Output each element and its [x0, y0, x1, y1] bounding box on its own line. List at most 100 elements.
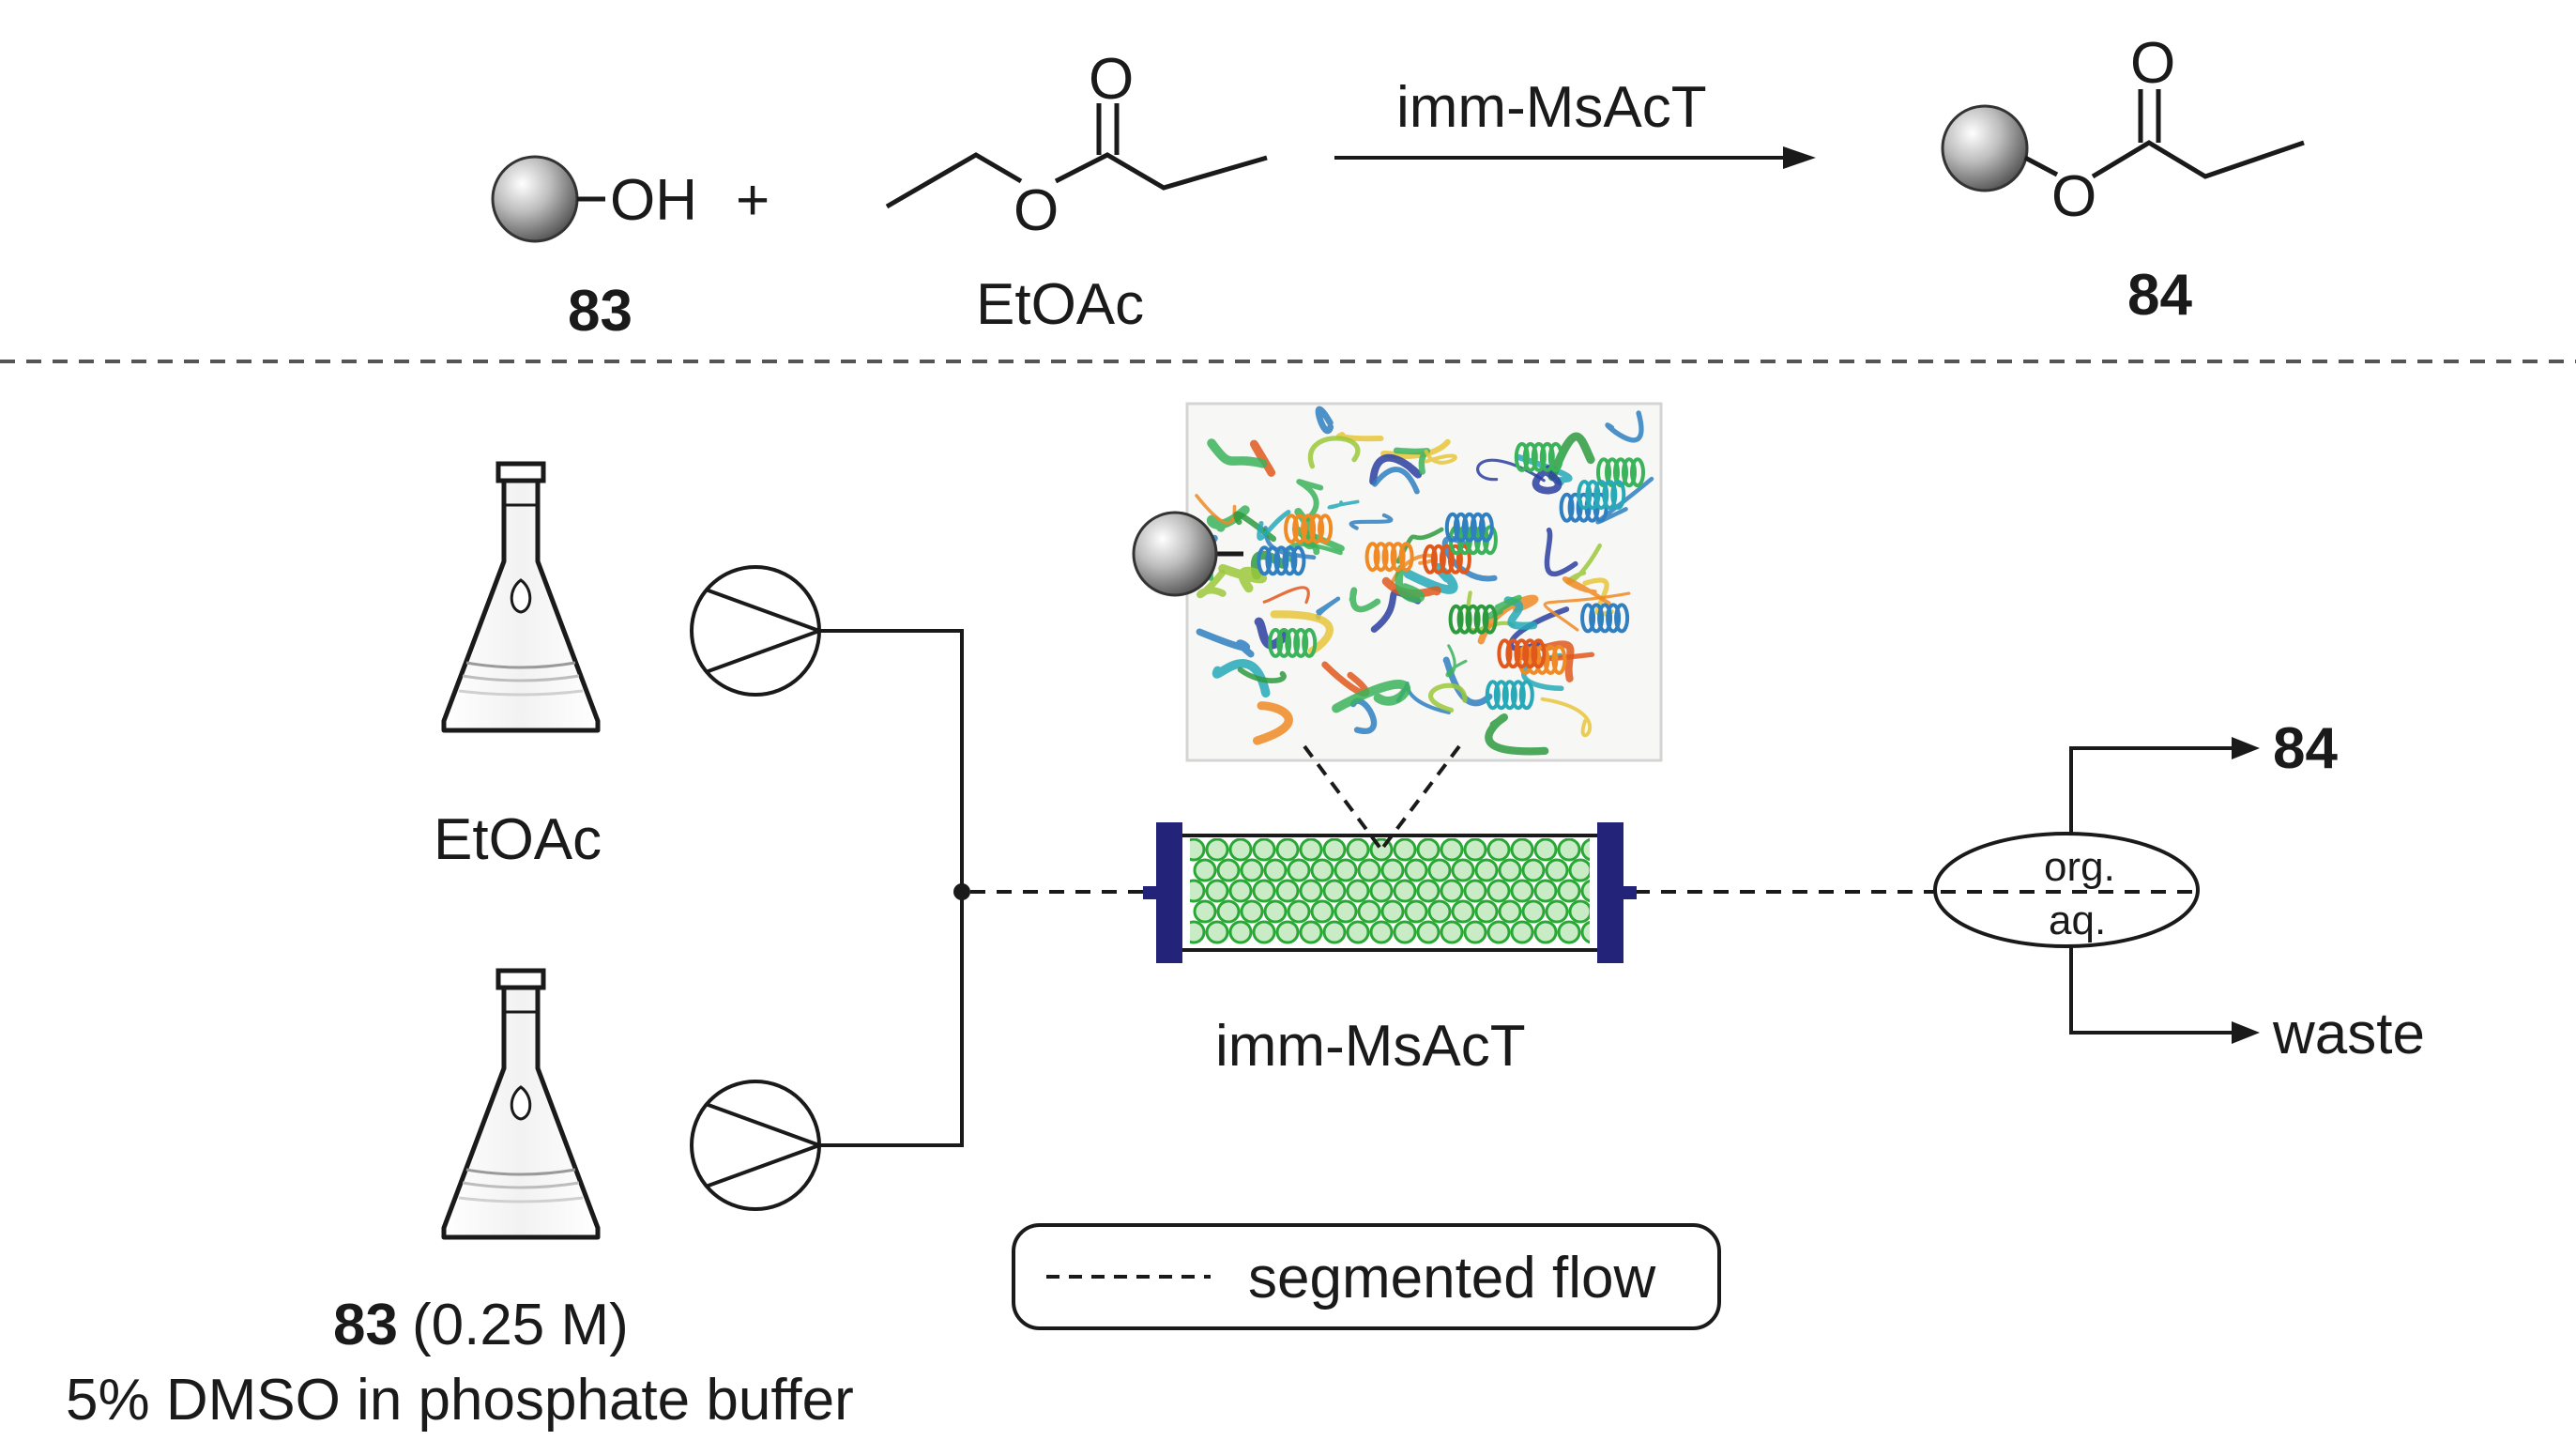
reactor-bead [1557, 838, 1581, 862]
reactor-bead [1463, 879, 1487, 903]
reactor-bead [1252, 838, 1276, 862]
reactor-bead [1510, 838, 1534, 862]
reactor-bead [1474, 899, 1499, 924]
output-waste-label: waste [2272, 1002, 2425, 1066]
reactor-bead [1193, 899, 1217, 924]
flow-setup: EtOAc 83(0.25 M) 5% DMSO in phosphate bu… [66, 402, 2425, 1433]
reactor-bead [1322, 879, 1347, 903]
reactor-bead [1380, 858, 1405, 882]
output-84-label: 84 [2273, 716, 2338, 781]
legend-label: segmented flow [1248, 1246, 1655, 1310]
reactor-bead [1451, 858, 1475, 882]
catalyst-label: imm-MsAcT [1396, 75, 1707, 140]
reactor-bead [1240, 899, 1264, 924]
pump-icon [690, 1080, 825, 1211]
reactor-bead [1193, 858, 1217, 882]
reactor-bead [1380, 899, 1405, 924]
reactor-bead [1404, 858, 1428, 882]
reactor-bead [1416, 920, 1440, 944]
compound-83-label: 83 [568, 279, 633, 344]
ethyl-acetate-structure [885, 103, 1268, 209]
reactor-bead [1369, 879, 1394, 903]
flask-etoac-label: EtOAc [434, 807, 602, 872]
reactor-bead [1190, 838, 1206, 862]
etoac-label: EtOAc [976, 272, 1144, 337]
reactor-bead [1533, 879, 1558, 903]
reactor-bead [1216, 858, 1241, 882]
reactor-bead [1263, 858, 1288, 882]
reactor-bead [1463, 920, 1487, 944]
plus-sign: + [736, 168, 770, 233]
reactor-bead [1416, 838, 1440, 862]
reactor-bead [1521, 899, 1546, 924]
reactor-bead [1299, 838, 1323, 862]
legend: segmented flow [1012, 1223, 1721, 1330]
carbonyl-oxygen-label: O [1089, 47, 1134, 112]
reactor-bead [1393, 879, 1417, 903]
reactor-bead [1240, 858, 1264, 882]
reactor-bead [1486, 920, 1511, 944]
reactor-bead [1557, 879, 1581, 903]
packed-bed-reactor [1143, 822, 1637, 963]
separator-aq-label: aq. [2049, 897, 2106, 943]
organic-outlet-line [2069, 746, 2238, 834]
reactor-bead [1474, 858, 1499, 882]
flask-83-number: 83 [333, 1293, 398, 1357]
reactor-bead [1334, 899, 1358, 924]
reactor-bead [1357, 858, 1381, 882]
reactor-bead [1510, 920, 1534, 944]
flask-83-concentration: (0.25 M) [412, 1293, 629, 1357]
support-bead-icon [1941, 104, 2029, 192]
reactor-bead [1440, 920, 1464, 944]
reactor-bead [1510, 879, 1534, 903]
reactor-bead [1334, 858, 1358, 882]
support-bead-icon [491, 155, 579, 243]
reactor-bead [1427, 899, 1452, 924]
reactor-bead [1310, 858, 1334, 882]
aqueous-outlet-line [2069, 946, 2238, 1035]
reactor-bead [1228, 838, 1253, 862]
compound-84-label: 84 [2127, 263, 2192, 328]
tubing-bottom [819, 892, 964, 1147]
pump-icon [690, 565, 825, 697]
reactor-bead [1545, 899, 1569, 924]
reactor-bead [1580, 920, 1590, 944]
erlenmeyer-flask-icon [444, 464, 598, 730]
hydroxyl-label: OH [610, 168, 697, 233]
product-carbonyl-oxygen-label: O [2130, 31, 2175, 96]
reactor-bead [1299, 920, 1323, 944]
separator-org-label: org. [2044, 844, 2115, 890]
reactor-bead [1190, 920, 1206, 944]
reactor-bead [1451, 899, 1475, 924]
reactor-bead [1252, 920, 1276, 944]
reactor-bead [1498, 858, 1522, 882]
ester-oxygen-label: O [1014, 178, 1059, 243]
product-ester-structure [2023, 89, 2305, 179]
reactor-bead [1346, 920, 1370, 944]
reactor-bead [1427, 858, 1452, 882]
reactor-bead [1545, 858, 1569, 882]
reactor-bead [1568, 858, 1590, 882]
reactor-bead [1486, 879, 1511, 903]
reactor-bead [1521, 858, 1546, 882]
reactor-bead [1275, 838, 1300, 862]
erlenmeyer-flask-icon [444, 971, 598, 1237]
reactor-bead [1557, 920, 1581, 944]
reactor-bead [1205, 920, 1229, 944]
reactor-bead [1498, 899, 1522, 924]
reactor-bead [1416, 879, 1440, 903]
reactor-bead [1393, 838, 1417, 862]
tubing-top [819, 629, 964, 892]
reactor-bead [1275, 879, 1300, 903]
reactor-bead [1322, 838, 1347, 862]
reactor-bead [1580, 879, 1590, 903]
reactor-bead [1440, 879, 1464, 903]
reactor-bead [1228, 879, 1253, 903]
reactor-bead [1357, 899, 1381, 924]
reactor-bead [1533, 920, 1558, 944]
reactor-bead [1568, 899, 1590, 924]
reactor-bead [1440, 838, 1464, 862]
reactor-bead [1580, 838, 1590, 862]
reactor-bead [1263, 899, 1288, 924]
